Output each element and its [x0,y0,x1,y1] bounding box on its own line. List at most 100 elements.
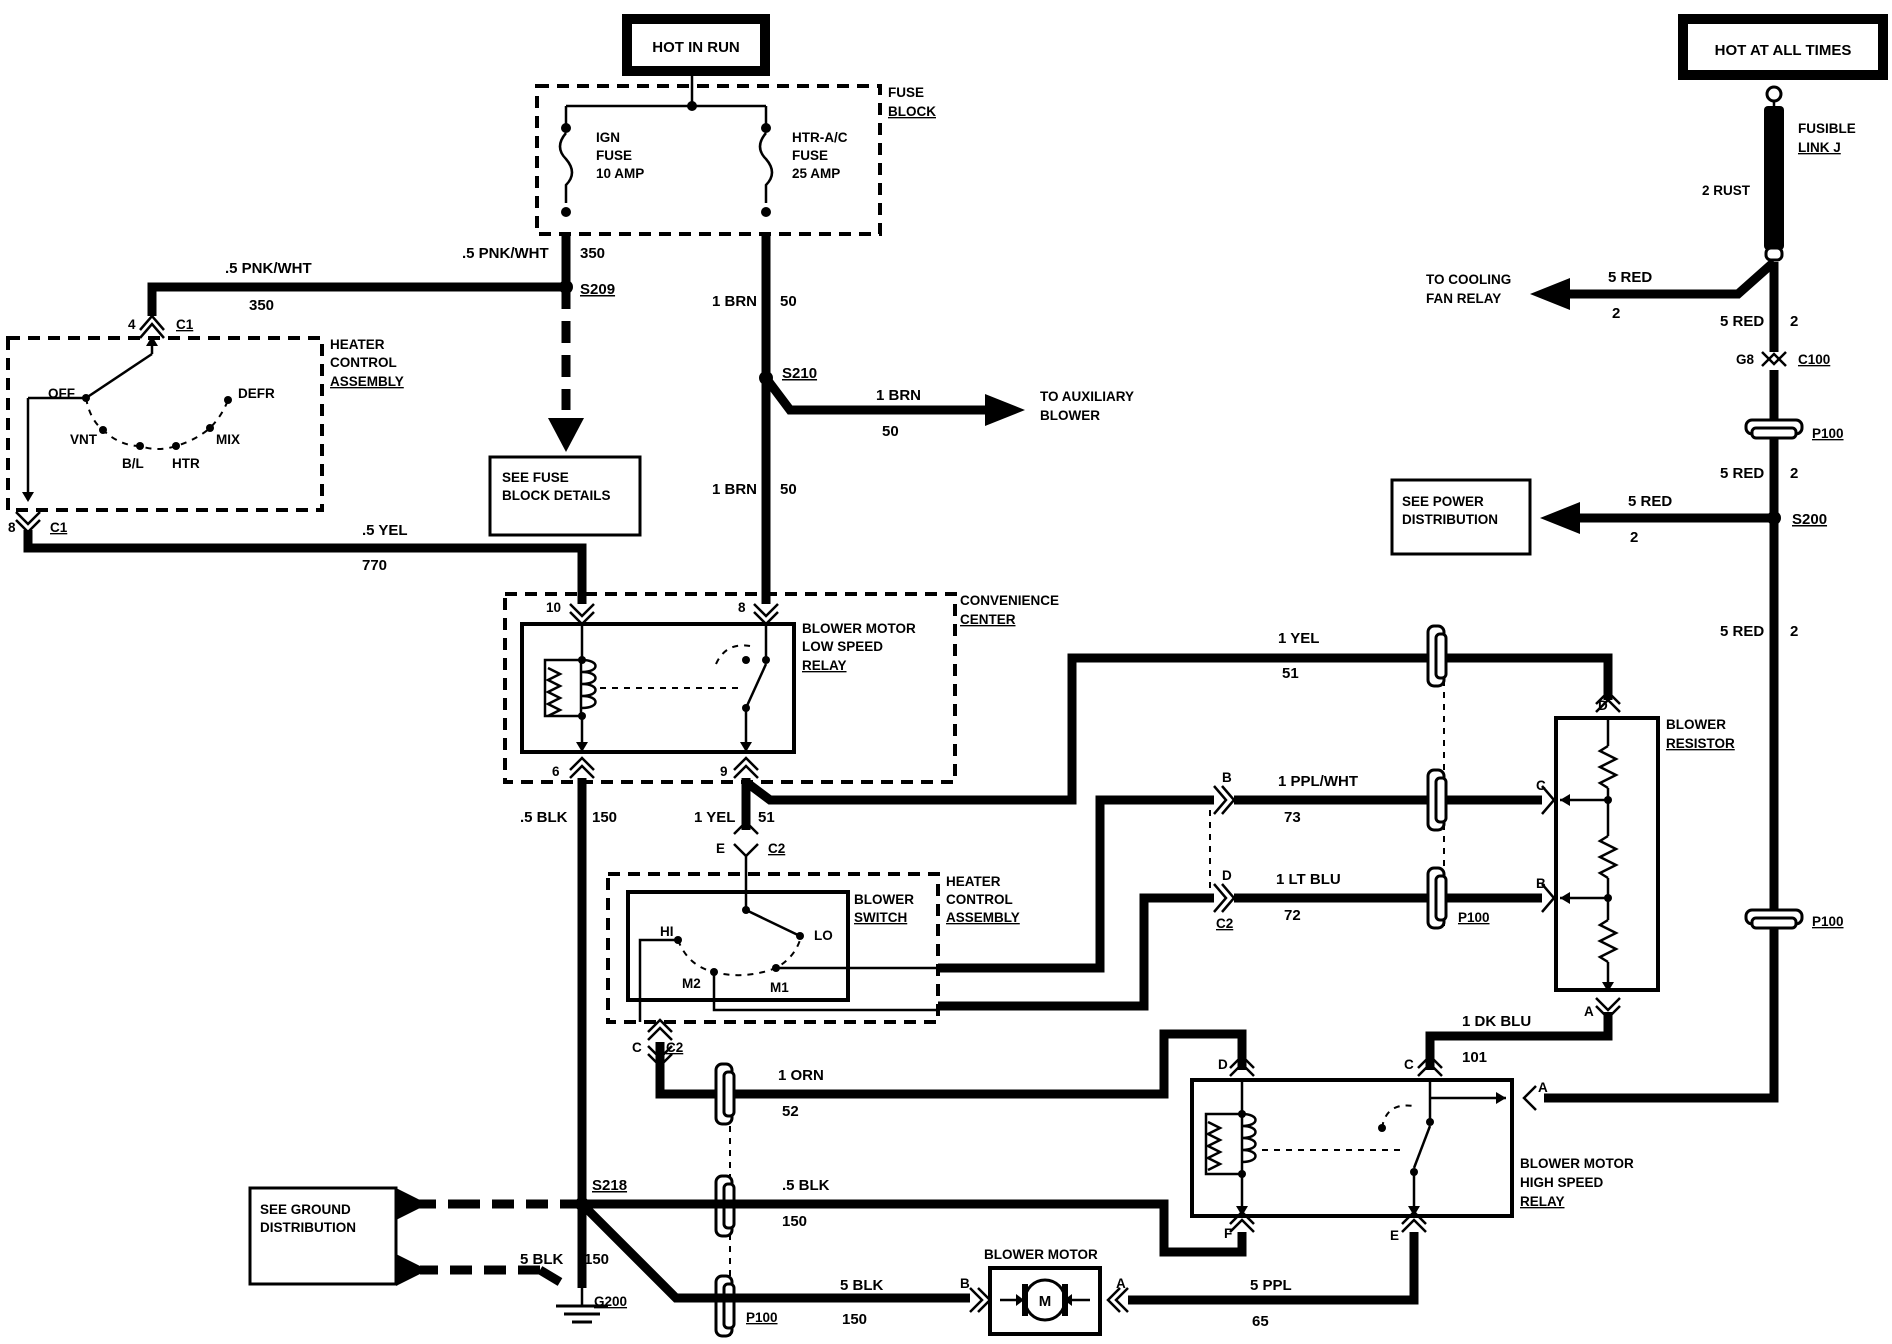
svg-text:BLOWER MOTOR: BLOWER MOTOR [1520,1156,1634,1171]
svg-text:HEATER: HEATER [330,337,385,352]
svg-text:HIGH SPEED: HIGH SPEED [1520,1175,1604,1190]
svg-text:A: A [1538,1080,1548,1095]
fuse-block-label-1: FUSE [888,85,924,100]
svg-text:DEFR: DEFR [238,386,275,401]
svg-text:BLOWER: BLOWER [1666,717,1726,732]
svg-text:CONTROL: CONTROL [330,355,397,370]
svg-text:C100: C100 [1798,352,1830,367]
wire-red-fan [1568,258,1777,299]
svg-text:DISTRIBUTION: DISTRIBUTION [260,1220,356,1235]
svg-text:5 RED: 5 RED [1720,313,1764,330]
svg-text:2: 2 [1790,465,1798,482]
svg-text:TO COOLING: TO COOLING [1426,272,1511,287]
svg-text:1 BRN: 1 BRN [712,293,757,310]
blower-motor: M [988,1266,1102,1336]
svg-text:1 PPL/WHT: 1 PPL/WHT [1278,773,1358,790]
svg-text:C1: C1 [176,317,194,332]
svg-text:C2: C2 [768,841,785,856]
svg-text:BLOWER MOTOR: BLOWER MOTOR [802,621,916,636]
svg-text:P100: P100 [1812,914,1844,929]
svg-text:150: 150 [782,1213,807,1230]
svg-text:5 BLK: 5 BLK [520,1251,564,1268]
svg-text:2: 2 [1790,313,1798,330]
svg-text:RELAY: RELAY [802,658,847,673]
w350-top-label: .5 PNK/WHT [462,245,549,262]
svg-text:OFF: OFF [48,386,75,401]
svg-text:51: 51 [758,809,775,826]
svg-text:5 RED: 5 RED [1720,465,1764,482]
svg-text:A: A [1584,1004,1594,1019]
svg-text:51: 51 [1282,665,1299,682]
svg-text:HI: HI [660,924,674,939]
svg-text:2: 2 [1612,305,1620,322]
wire-101 [1425,1012,1613,1070]
svg-text:P100: P100 [1812,426,1844,441]
svg-text:C: C [1536,778,1546,793]
svg-text:D: D [1218,1057,1228,1072]
svg-text:5 RED: 5 RED [1608,269,1652,286]
svg-text:B: B [1222,770,1232,785]
svg-text:S210: S210 [782,365,817,382]
hot-at-all-times-label: HOT AT ALL TIMES [1715,42,1852,59]
power-distribution-ref: SEE POWER DISTRIBUTION [1390,478,1532,556]
arrow-right-icon [396,1188,428,1220]
svg-text:C2: C2 [1216,916,1233,931]
svg-text:D: D [1598,698,1608,713]
svg-text:BLOWER MOTOR: BLOWER MOTOR [984,1247,1098,1262]
svg-text:BLOCK DETAILS: BLOCK DETAILS [502,488,611,503]
high-speed-relay [1190,1054,1537,1233]
svg-text:1 BRN: 1 BRN [712,481,757,498]
arrow-down-icon [548,418,584,452]
htr-fuse-label-3: 25 AMP [792,166,840,181]
svg-text:A: A [1116,1276,1126,1291]
convenience-center [503,592,957,784]
svg-text:72: 72 [1284,907,1301,924]
wire-150-d [578,1200,970,1303]
svg-text:150: 150 [592,809,617,826]
svg-text:G200: G200 [594,1294,627,1309]
hot-at-all-times-box: HOT AT ALL TIMES [1678,14,1888,80]
svg-text:1 BRN: 1 BRN [876,387,921,404]
svg-text:2: 2 [1630,529,1638,546]
svg-text:5 BLK: 5 BLK [840,1277,884,1294]
ign-fuse-label-2: FUSE [596,148,632,163]
svg-text:SEE FUSE: SEE FUSE [502,470,569,485]
svg-text:.5 BLK: .5 BLK [782,1177,830,1194]
svg-text:S218: S218 [592,1177,627,1194]
ground-g200 [556,1288,608,1324]
svg-text:CONVENIENCE: CONVENIENCE [960,593,1059,608]
svg-text:150: 150 [584,1251,609,1268]
ign-fuse-label-1: IGN [596,130,620,145]
svg-text:8: 8 [8,520,16,535]
svg-text:150: 150 [842,1311,867,1328]
svg-text:5 PPL: 5 PPL [1250,1277,1292,1294]
svg-text:1 DK BLU: 1 DK BLU [1462,1013,1531,1030]
svg-text:9: 9 [720,764,728,779]
svg-text:C2: C2 [666,1040,683,1055]
svg-text:ASSEMBLY: ASSEMBLY [330,374,404,389]
svg-text:101: 101 [1462,1049,1487,1066]
svg-text:C: C [632,1040,642,1055]
svg-text:B: B [1536,876,1546,891]
p100-connector-right-1 [1744,418,1804,440]
svg-text:8: 8 [738,600,746,615]
ign-fuse-icon [558,132,574,203]
svg-text:HTR: HTR [172,456,200,471]
svg-text:2 RUST: 2 RUST [1702,183,1751,198]
fuse-block-label-2: BLOCK [888,104,936,119]
svg-text:5 RED: 5 RED [1720,623,1764,640]
wire-65 [1128,1232,1419,1305]
svg-text:B: B [960,1276,970,1291]
svg-text:B/L: B/L [122,456,144,471]
svg-text:FAN RELAY: FAN RELAY [1426,291,1501,306]
svg-text:DISTRIBUTION: DISTRIBUTION [1402,512,1498,527]
hot-in-run-box: HOT IN RUN [622,14,770,76]
svg-text:LO: LO [814,928,833,943]
wire-50 [759,234,1025,604]
w350-left-label: .5 PNK/WHT [225,260,312,277]
blower-switch-assembly [606,856,940,1041]
hot-in-run-label: HOT IN RUN [652,39,740,56]
svg-text:P100: P100 [1458,910,1490,925]
svg-text:M1: M1 [770,980,789,995]
